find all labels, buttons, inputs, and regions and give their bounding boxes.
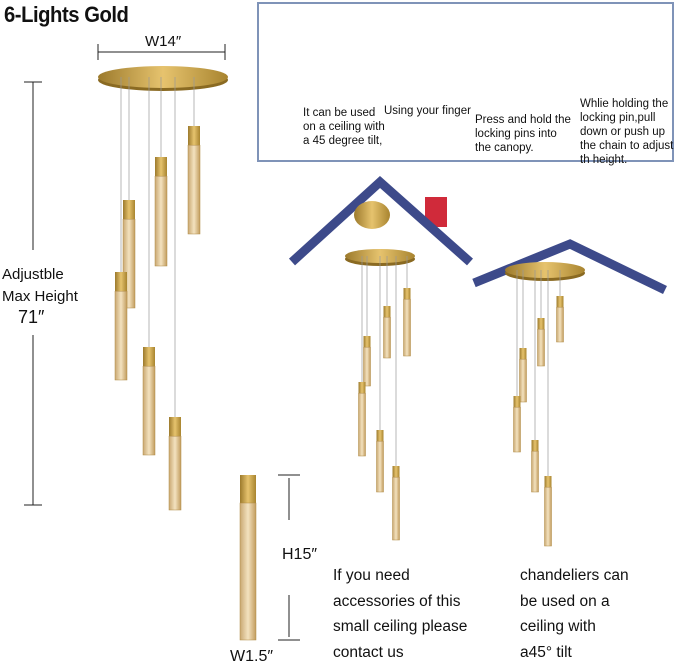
single-pendant-cap	[240, 475, 256, 503]
pendant-width-label: W1.5″	[230, 648, 274, 665]
main-chandelier-pendant	[114, 290, 128, 381]
tilt-note: chandeliers can be used on a ceiling wit…	[520, 567, 629, 661]
height-value: 71″	[18, 307, 45, 327]
middle-chandelier-pendant	[383, 316, 391, 359]
main-chandelier-pendant	[142, 365, 156, 456]
width-dimension-line	[97, 44, 226, 60]
canopy-width-label: W14″	[145, 33, 182, 50]
right-chandelier-pendant	[537, 328, 545, 367]
middle-chandelier-pendant	[363, 346, 371, 387]
main-chandelier-canopy	[98, 66, 228, 88]
middle-chandelier-pendant	[403, 298, 411, 357]
right-chandelier-pendant	[519, 358, 527, 403]
installation-steps-panel	[257, 2, 674, 162]
middle-chandelier-pendant	[358, 392, 366, 457]
install-step-4: Whlie holding the locking pin,pull down …	[580, 98, 674, 166]
right-chandelier-pendant	[556, 306, 564, 343]
ceiling-roof-middle	[288, 175, 473, 266]
right-chandelier-pendant	[544, 486, 552, 547]
tilted-canopy-base	[354, 201, 390, 229]
install-step-2: Using your finger	[384, 105, 471, 117]
pendant-height-label: H15″	[282, 546, 318, 563]
right-chandelier-pendant	[531, 450, 539, 493]
middle-chandelier-pendant	[392, 476, 400, 541]
height-label-line1: Adjustble	[2, 266, 64, 283]
single-pendant-tube	[239, 502, 257, 641]
main-chandelier-pendant	[168, 435, 182, 511]
pendant-dimension-line	[278, 474, 300, 641]
accessories-note: If you need accessories of this small ce…	[333, 567, 468, 661]
right-chandelier-canopy	[505, 262, 585, 278]
install-step-1: It can be used on a ceiling with a 45 de…	[303, 107, 385, 147]
middle-chandelier-pendant	[376, 440, 384, 493]
main-chandelier-pendant	[187, 144, 201, 235]
right-chandelier-pendant	[513, 406, 521, 453]
product-title: 6-Lights Gold	[4, 2, 129, 27]
height-label-line2: Max Height	[2, 288, 78, 305]
main-chandelier-pendant	[154, 175, 168, 267]
install-step-3: Press and hold the locking pins into the…	[475, 114, 571, 154]
height-dimension-line	[24, 81, 42, 506]
